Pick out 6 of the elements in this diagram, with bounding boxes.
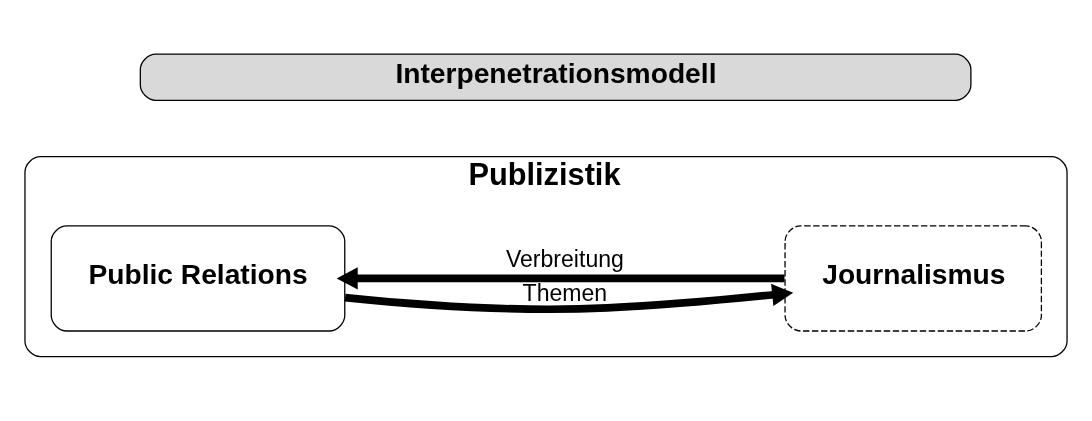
node-box: Journalismus — [784, 225, 1043, 332]
node-box: Interpenetrationsmodell — [139, 53, 972, 101]
edge-label: Verbreitung — [505, 246, 624, 273]
node-box: Public Relations — [50, 225, 346, 332]
arrow — [344, 283, 794, 314]
edge-label: Themen — [522, 279, 608, 306]
